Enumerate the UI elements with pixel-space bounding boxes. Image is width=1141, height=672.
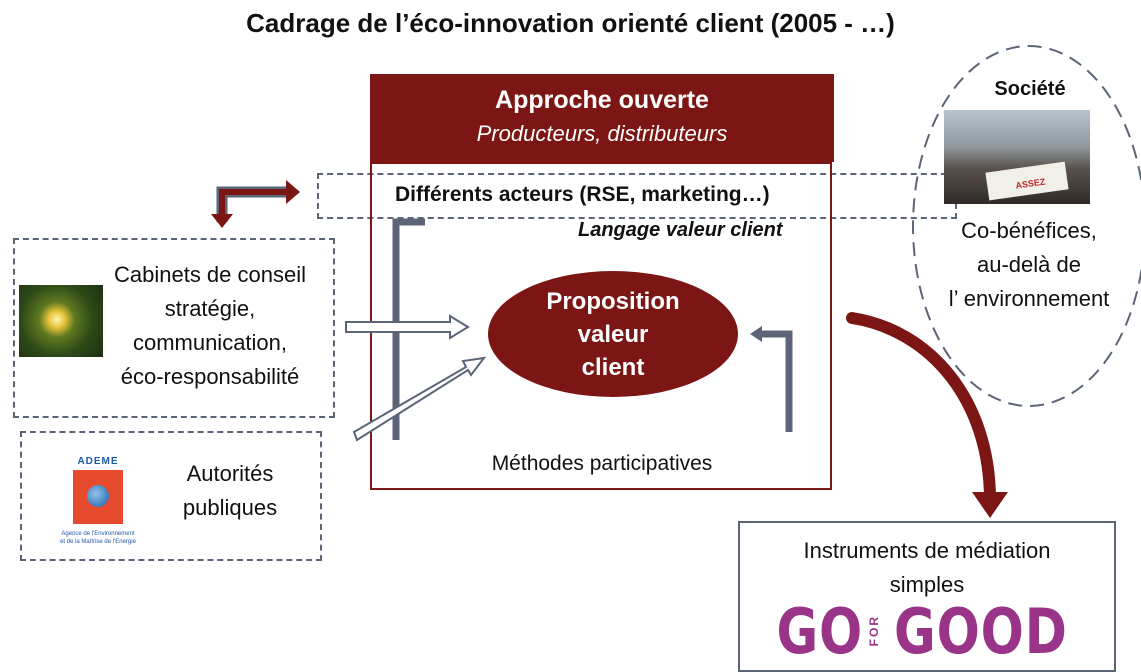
- methodes-label: Méthodes participatives: [491, 452, 713, 475]
- approche-ouverte-box: Approche ouverte Producteurs, distribute…: [370, 74, 834, 162]
- societe-title: Société: [994, 78, 1066, 100]
- instruments-box: [738, 521, 1116, 672]
- hook-arrow-right: [762, 330, 793, 432]
- approche-subtitle: Producteurs, distributeurs: [476, 121, 728, 146]
- logo-good: GOOD: [893, 594, 1068, 668]
- societe-dashed-oval: [912, 45, 1141, 407]
- cabinets-label: Cabinets de conseil stratégie, communica…: [113, 262, 306, 389]
- ademe-logo-subtitle: Agence de l'Environnement et de la Maîtr…: [60, 531, 136, 545]
- diagram-title: Cadrage de l’éco-innovation orienté clie…: [246, 8, 895, 38]
- proposition-ellipse: Proposition valeur client: [488, 271, 738, 397]
- globe-icon: [87, 485, 109, 507]
- cobenefices-label: Co-bénéfices, au-delà de l’ environnemen…: [948, 218, 1110, 311]
- instruments-label: Instruments de médiation simples: [803, 538, 1051, 597]
- ademe-logo-name: ADEME: [77, 456, 119, 467]
- proposition-label: Proposition valeur client: [546, 287, 680, 381]
- bent-double-arrow: [216, 186, 290, 222]
- bulb-photo: [19, 285, 103, 357]
- vertical-arrow-left: [392, 218, 425, 440]
- acteurs-label: Différents acteurs (RSE, marketing…): [395, 183, 770, 206]
- autorites-box: [20, 431, 322, 561]
- logo-go: GO: [776, 594, 864, 668]
- langage-label: Langage valeur client: [578, 219, 783, 241]
- cabinets-box: [13, 238, 335, 418]
- hollow-arrow-cabinets: [345, 314, 470, 340]
- approche-heading: Approche ouverte: [495, 86, 709, 114]
- curved-arrow-instruments: [846, 312, 996, 506]
- go-for-good-logo: GO FOR GOOD: [740, 594, 1114, 668]
- autorites-label: Autorités publiques: [182, 461, 278, 520]
- hollow-arrow-autorites: [352, 356, 487, 442]
